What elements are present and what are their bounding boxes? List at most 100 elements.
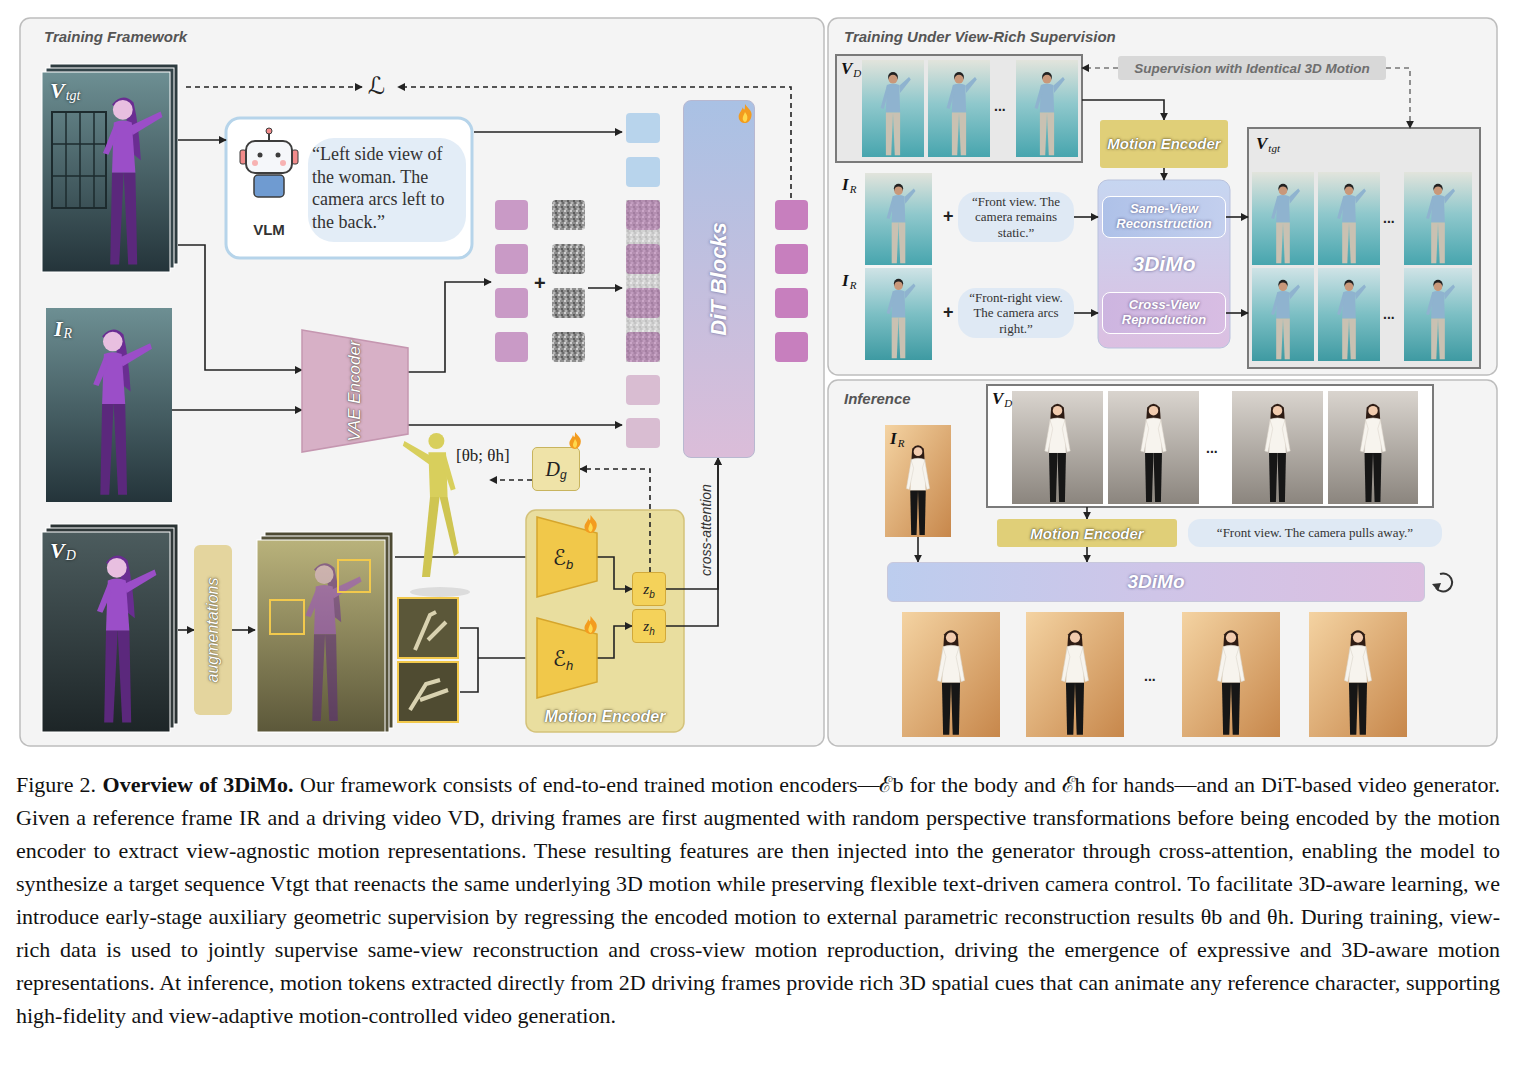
text-token (626, 157, 660, 187)
robot-eye (258, 153, 263, 158)
connector (178, 245, 302, 370)
feature-arrow (395, 556, 535, 558)
node-text: R (850, 183, 857, 195)
node-text: g (560, 468, 567, 482)
video-frame (1108, 391, 1199, 504)
video-frame (1252, 268, 1314, 361)
model-box: 3DiMoSame-View ReconstructionCross-View … (1098, 180, 1230, 348)
connector (1386, 68, 1410, 128)
robot-cheek (252, 160, 258, 166)
node-text: I (890, 429, 897, 449)
latent-token (495, 332, 528, 362)
noise-token (552, 288, 585, 318)
reference-token (626, 375, 660, 405)
node-text: V (992, 389, 1003, 409)
outline-shape (302, 330, 408, 452)
driving-strip (836, 55, 1082, 162)
crop-bracket (460, 628, 478, 692)
node-text: I (842, 271, 849, 291)
noise-arrow (588, 287, 622, 289)
person-figure (881, 72, 911, 155)
loop-icon (1432, 583, 1441, 591)
task-box: Same-View Reconstruction (1102, 196, 1226, 238)
person-figure (1426, 280, 1455, 359)
connector (1086, 547, 1088, 562)
trainable-icon (585, 515, 597, 533)
hand-crop (398, 598, 458, 658)
image-frame: IR (838, 268, 932, 361)
task-box: Cross-View Reproduction (1102, 292, 1226, 334)
connector (1226, 216, 1248, 218)
node-text: R (850, 279, 857, 291)
connector (178, 629, 194, 631)
hand-sketch (415, 612, 446, 650)
augment-arrow (232, 629, 255, 631)
connector (1086, 507, 1088, 519)
figure-caption: Figure 2.Overview of 3DiMo.Our framework… (16, 768, 1500, 1032)
panel-bg (828, 380, 1497, 746)
connector (1082, 67, 1118, 69)
latent-arrow (408, 424, 622, 426)
hand-box (270, 600, 304, 634)
annotation: ... (1383, 210, 1395, 226)
motion-encoder-box: Motion Encoder (1100, 120, 1228, 168)
character-figure (93, 330, 152, 495)
person-figure (1061, 630, 1088, 735)
connector (1163, 168, 1165, 180)
node-text: b (649, 589, 655, 600)
node-text: D (1004, 397, 1012, 409)
node-text: Motion Encoder (1107, 135, 1220, 152)
person-figure (1337, 184, 1366, 263)
figure-title: Overview of 3DiMo. (103, 772, 294, 797)
robot-eye (276, 153, 281, 158)
node-text: Inference (844, 390, 911, 407)
geometry-decoder: Dg (532, 447, 580, 491)
node-text: z (643, 581, 649, 598)
reference-token (626, 418, 660, 448)
output-frame (1026, 612, 1124, 737)
node-text: z (643, 618, 649, 635)
person-figure (937, 630, 964, 735)
node-text: ℰ (553, 545, 566, 570)
connector (597, 626, 632, 658)
plus-sign: + (534, 272, 546, 295)
connector (172, 409, 302, 411)
node-text: V (50, 538, 65, 564)
person-figure (887, 184, 916, 263)
output-token (775, 332, 808, 362)
caption-text: Our framework consists of end-to-end tra… (16, 772, 1500, 1028)
node-text: V (50, 78, 65, 104)
video-frame (1252, 172, 1314, 265)
output-token (775, 288, 808, 318)
panel: Training Under View-Rich SupervisionVDSu… (828, 18, 1497, 375)
node-text: D (853, 67, 861, 79)
connector (597, 557, 632, 589)
brush-stroke (308, 138, 466, 242)
node-text: V (841, 59, 852, 79)
connector (917, 537, 919, 562)
camera-prompt: “Front view. The camera pulls away.” (1188, 519, 1442, 547)
brush-stroke (1188, 519, 1442, 547)
connector (1074, 312, 1098, 314)
image-frame: IR (46, 308, 172, 502)
node-text: ℰ (553, 646, 566, 671)
plus-sign: + (943, 206, 954, 227)
noise-token (552, 332, 585, 362)
motion-encoder-bg (526, 510, 684, 732)
person-figure (1271, 280, 1300, 359)
node-text: VLM (236, 221, 302, 238)
node-text: Same-View Reconstruction (1107, 202, 1221, 232)
outline-shape (537, 517, 597, 597)
reference-image (885, 425, 951, 537)
trainable-icon (739, 104, 752, 123)
window (52, 112, 106, 208)
latent-arrow (408, 282, 491, 372)
motion-encoder-box: Motion Encoder (997, 519, 1177, 547)
motion-token: zh (632, 609, 666, 643)
text-arrow (474, 131, 622, 133)
panel-bg (828, 18, 1497, 375)
video-frame (1318, 172, 1380, 265)
reference-image (46, 308, 172, 502)
image-frame: VD (42, 524, 178, 732)
